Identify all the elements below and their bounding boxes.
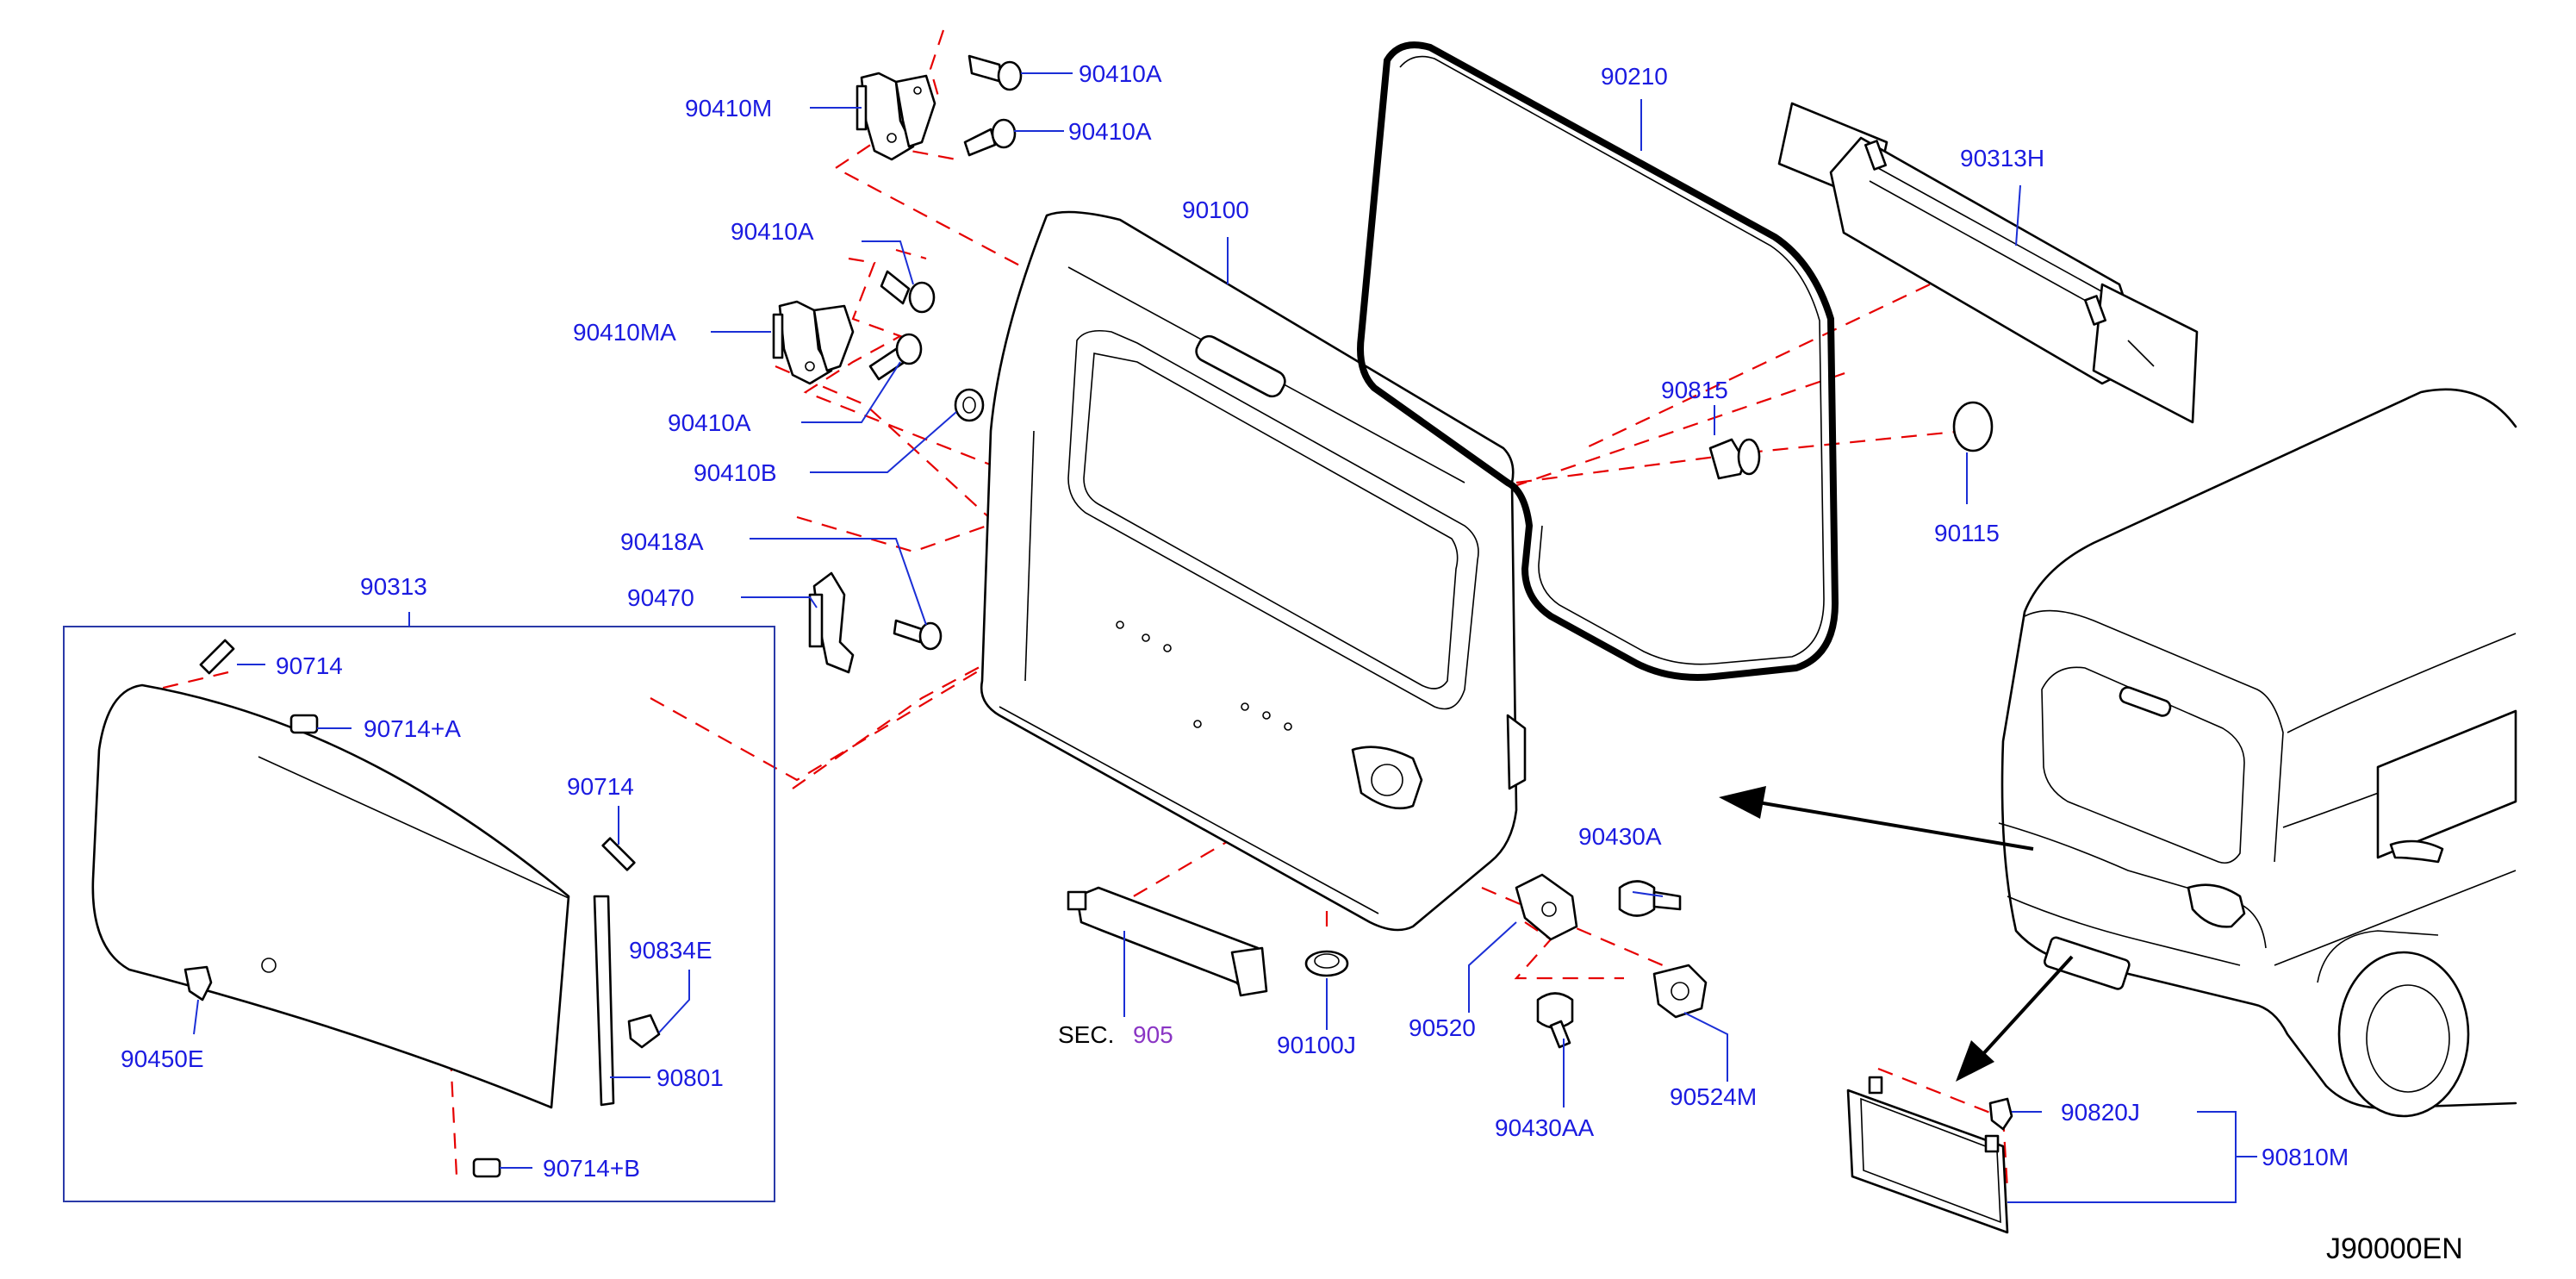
label-back-door-panel: 90100	[1182, 197, 1249, 223]
stay-bolt-icon	[893, 619, 943, 651]
label-back-door-glass: 90313	[360, 573, 427, 600]
label-upper-hinge-bolt-2: 90410A	[1068, 118, 1152, 145]
glass-spacer-top-icon	[199, 639, 235, 675]
label-striker-bolt: 90430A	[1578, 823, 1662, 850]
door-plug-icon	[1304, 950, 1349, 977]
striker-bolt-2-icon	[1536, 992, 1574, 1049]
striker-icon	[1652, 964, 1708, 1019]
label-upper-hinge-bolt-1: 90410A	[1079, 60, 1162, 87]
lower-hinge-icon	[772, 300, 855, 385]
door-handle-icon	[1067, 886, 1268, 997]
diagram-code: J90000EN	[2326, 1232, 2463, 1265]
glass-assembly-frame	[63, 626, 775, 1202]
label-lock-bracket: 90520	[1409, 1014, 1476, 1041]
label-garnish-clip: 90820J	[2061, 1099, 2140, 1126]
vehicle-rear-view-icon	[1998, 388, 2517, 1118]
section-prefix: SEC.	[1058, 1021, 1114, 1048]
finisher-icon	[1777, 102, 2199, 424]
glass-spacer-b-icon	[472, 1157, 501, 1178]
label-striker: 90524M	[1670, 1083, 1757, 1110]
label-upper-hinge: 90410M	[685, 95, 772, 122]
label-door-plug: 90100J	[1277, 1032, 1356, 1058]
back-door-panel-icon	[980, 210, 1527, 932]
weatherstrip-icon	[1357, 41, 1839, 681]
leader-lines	[193, 72, 2257, 1203]
label-bumper-rubber: 90815	[1661, 377, 1728, 403]
glass-molding-icon	[593, 895, 615, 1107]
label-glass-seal-clip: 90834E	[629, 937, 712, 964]
label-striker-bolt-2: 90430AA	[1495, 1114, 1595, 1141]
striker-bolt-icon	[1618, 880, 1682, 917]
lower-hinge-bolt-2-icon	[868, 333, 923, 381]
section-number[interactable]: 905	[1133, 1021, 1173, 1048]
upper-hinge-bolt-1-icon	[968, 54, 1023, 91]
label-lower-hinge: 90410MA	[573, 319, 676, 346]
label-plate-garnish: 90810M	[2262, 1144, 2349, 1170]
plate-garnish-icon	[1846, 1076, 2009, 1234]
label-plug: 90115	[1934, 520, 2000, 546]
label-lower-hinge-bolt-1: 90410A	[731, 218, 814, 245]
label-glass-spacer-top: 90714	[276, 652, 343, 679]
hinge-cap-icon	[954, 388, 985, 422]
glass-spacer-a-icon	[289, 714, 319, 734]
label-stay-bolt: 90418A	[620, 528, 704, 555]
label-glass-molding: 90801	[656, 1064, 724, 1091]
label-hinge-cap: 90410B	[694, 459, 777, 486]
lock-bracket-icon	[1515, 873, 1578, 941]
label-finisher: 90313H	[1960, 145, 2044, 172]
label-stay-bracket: 90470	[627, 584, 694, 611]
direction-arrows	[1719, 786, 2074, 1082]
glass-clip-left-icon	[184, 965, 213, 1001]
label-glass-clip-left: 90450E	[121, 1045, 204, 1072]
upper-hinge-bolt-2-icon	[963, 118, 1017, 157]
garnish-clip-icon	[1988, 1097, 2013, 1131]
plug-icon	[1952, 401, 1994, 452]
label-lower-hinge-bolt-2: 90410A	[668, 409, 751, 436]
part-labels: 90410A 90410A 90410M 90410A 90410MA 9041…	[121, 60, 2463, 1265]
label-glass-spacer-a: 90714+A	[364, 715, 461, 742]
label-glass-spacer-right: 90714	[567, 773, 634, 800]
glass-spacer-right-icon	[601, 837, 636, 871]
label-glass-spacer-b: 90714+B	[543, 1155, 640, 1182]
lower-hinge-bolt-1-icon	[880, 270, 936, 314]
bumper-rubber-icon	[1708, 438, 1761, 480]
back-door-glass-icon	[91, 683, 570, 1109]
glass-seal-clip-icon	[627, 1014, 661, 1049]
stay-bracket-icon	[808, 571, 855, 674]
label-weatherstrip: 90210	[1601, 63, 1668, 90]
